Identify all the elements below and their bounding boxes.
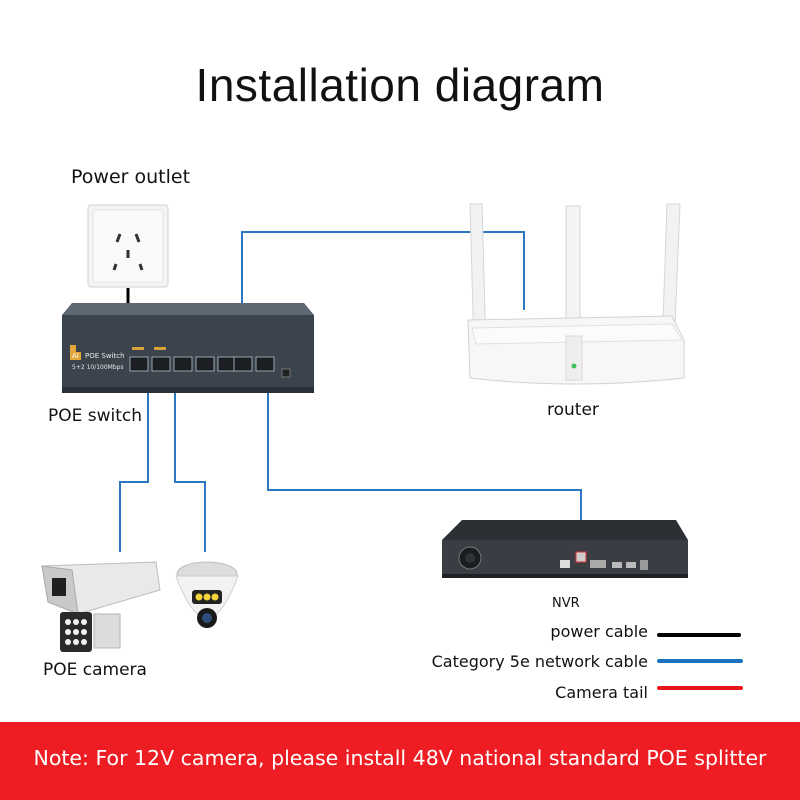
- nvr-label: NVR: [552, 596, 580, 611]
- poe-camera-label: POE camera: [43, 660, 147, 680]
- switch-nvr-wire: [267, 378, 582, 548]
- dome-camera-device: [175, 561, 239, 628]
- router-label: router: [547, 400, 599, 420]
- switch-spec: 5+2 10/100Mbps: [72, 364, 124, 371]
- page-title: Installation diagram: [195, 59, 605, 111]
- switch-bullet-camera-wire: [119, 378, 149, 552]
- switch-badge: AI: [70, 352, 81, 360]
- switch-name: POE Switch: [85, 352, 125, 360]
- note-banner: Note: For 12V camera, please install 48V…: [0, 722, 800, 800]
- legend-network-cable-label: Category 5e network cable: [431, 652, 648, 671]
- router-device: [467, 203, 685, 385]
- legend-power-cable-label: power cable: [550, 622, 648, 641]
- legend-camera-tail-label: Camera tail: [555, 683, 648, 702]
- power-outlet-icon: [87, 204, 169, 288]
- poe-switch-label: POE switch: [48, 406, 143, 426]
- legend-camera-tail-line: [657, 686, 743, 690]
- note-text: Note: For 12V camera, please install 48V…: [33, 746, 767, 770]
- nvr-device: [442, 520, 688, 578]
- switch-router-wire: [241, 231, 525, 352]
- poe-switch-device: [62, 303, 314, 393]
- legend-power-cable-line: [657, 633, 741, 637]
- switch-dome-camera-wire: [174, 378, 206, 552]
- legend-network-cable-line: [657, 659, 743, 663]
- power-outlet-label: Power outlet: [71, 166, 191, 188]
- bullet-camera-device: [41, 561, 161, 652]
